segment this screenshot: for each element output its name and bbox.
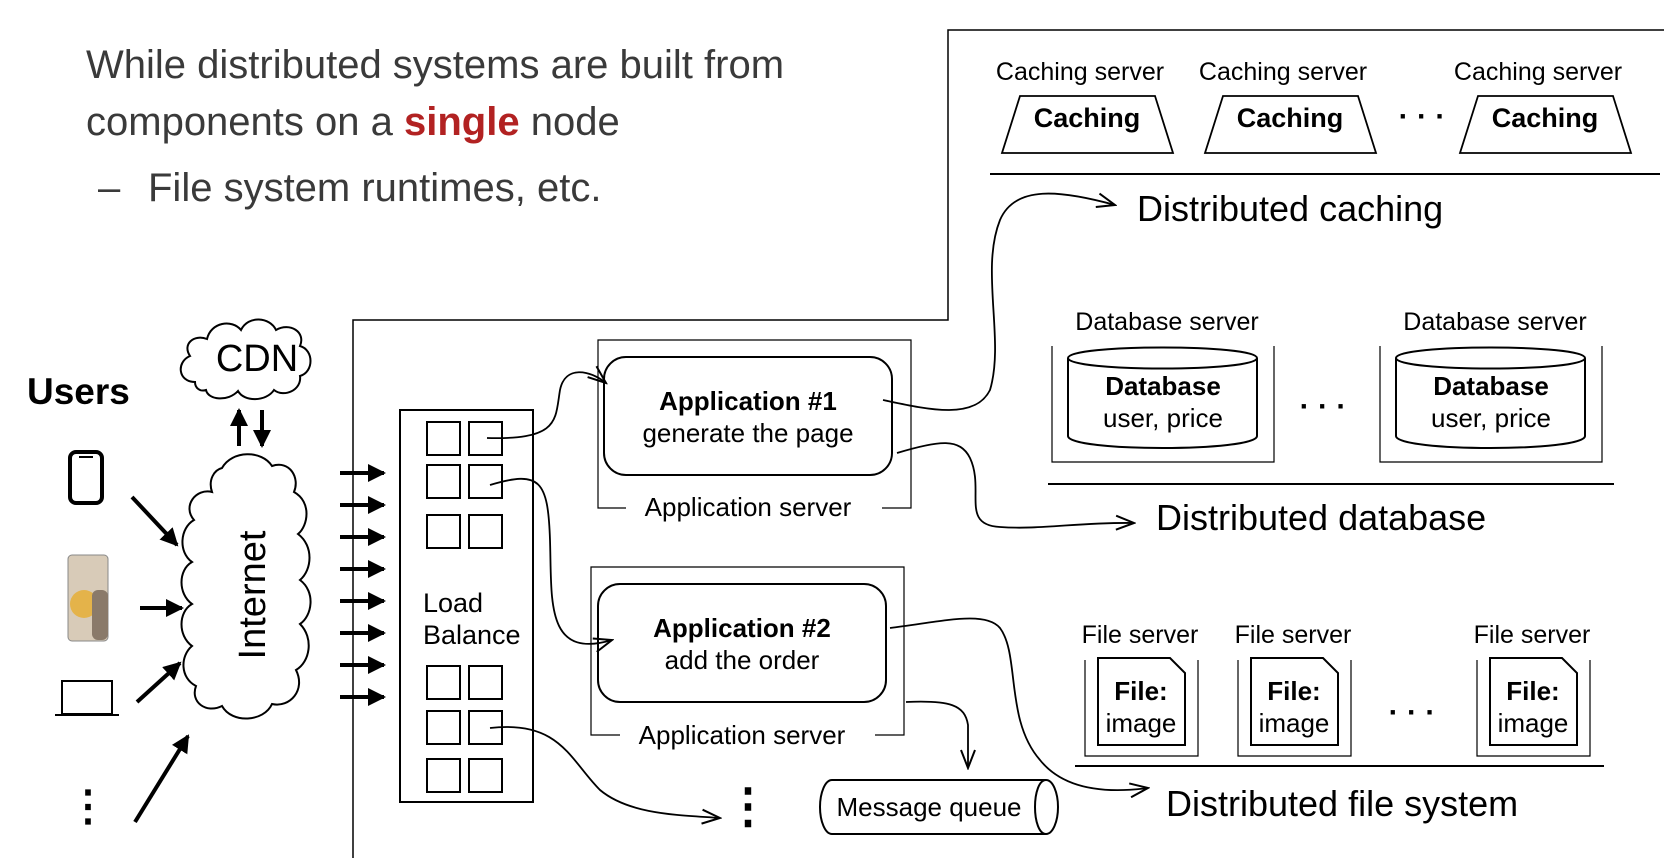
file-title: File: (1114, 676, 1167, 706)
app2-title: Application #2 (653, 613, 831, 643)
app1-to-database-curve (896, 442, 1134, 528)
file-title: File: (1267, 676, 1320, 706)
app-server-1: Application #1 generate the page Applica… (597, 339, 912, 522)
user-arrow-3 (135, 661, 182, 704)
app1-title: Application #1 (659, 386, 837, 416)
app2-to-queue-curve (905, 700, 968, 768)
file-subtitle: image (1106, 708, 1177, 738)
app2-to-files-curve (889, 617, 1148, 790)
user-arrow-1 (130, 495, 179, 547)
more-app-servers: ⋮ (724, 780, 772, 833)
caching-label: Caching (1034, 103, 1141, 133)
caching-label: Caching (1492, 103, 1599, 133)
cdn-label: CDN (216, 338, 298, 380)
file-tier: File server File: image File server File… (1075, 621, 1604, 824)
caching-ellipsis: · · · (1399, 100, 1446, 133)
file-tier-label: Distributed file system (1166, 783, 1518, 824)
intro-sub-dash: – (98, 166, 121, 210)
file-server-label: File server (1082, 621, 1199, 649)
file-server-1: File server File: image (1082, 621, 1199, 757)
laptop-icon (55, 680, 119, 716)
caching-tier-label: Distributed caching (1137, 188, 1443, 229)
app1-subtitle: generate the page (642, 418, 853, 448)
app1-server-label: Application server (645, 492, 852, 522)
inbound-arrows (340, 464, 386, 706)
database-title: Database (1433, 371, 1549, 401)
caching-tier: Caching server Caching Caching server Ca… (990, 58, 1660, 229)
file-ellipsis: · · · (1389, 696, 1436, 729)
lb-to-more-curve (489, 726, 720, 818)
lb-to-app2-curve (489, 477, 612, 644)
database-server-label: Database server (1075, 308, 1258, 336)
lb-to-app1-curve (486, 372, 606, 439)
database-tier-label: Distributed database (1156, 497, 1486, 538)
caching-server-3: Caching server Caching (1454, 58, 1633, 154)
file-subtitle: image (1259, 708, 1330, 738)
database-server-2: Database server Database user, price (1379, 308, 1603, 463)
database-ellipsis: · · · (1300, 390, 1347, 423)
app-server-2: Application #2 add the order Application… (590, 566, 905, 750)
tablet-icon (67, 554, 109, 642)
file-server-3: File server File: image (1474, 621, 1591, 757)
file-title: File: (1506, 676, 1559, 706)
message-queue-label: Message queue (836, 792, 1021, 822)
users-more: ⋮ (67, 782, 109, 829)
caching-server-label: Caching server (1454, 58, 1622, 86)
users-title: Users (27, 371, 130, 412)
database-subtitle: user, price (1103, 403, 1223, 433)
load-balancer: Load Balance (399, 409, 534, 803)
caching-server-label: Caching server (1199, 58, 1367, 86)
caching-server-1: Caching server Caching (996, 58, 1175, 154)
intro-emphasis: single (404, 100, 520, 144)
phone-icon (68, 450, 104, 505)
app2-server-label: Application server (639, 720, 846, 750)
intro-line-2: components on a single node (86, 100, 620, 145)
file-server-2: File server File: image (1235, 621, 1352, 757)
file-server-label: File server (1474, 621, 1591, 649)
user-arrow-4 (133, 734, 190, 824)
database-server-1: Database server Database user, price (1051, 308, 1275, 463)
app1-to-caching-curve (882, 194, 1115, 411)
cdn-cloud: CDN (179, 318, 312, 401)
app2-subtitle: add the order (665, 645, 820, 675)
intro-line-2-suffix: node (519, 100, 620, 144)
file-subtitle: image (1498, 708, 1569, 738)
database-title: Database (1105, 371, 1221, 401)
database-tier: Database server Database user, price · ·… (1048, 308, 1614, 538)
system-boundary (352, 29, 1664, 858)
lb-label-2: Balance (423, 620, 521, 650)
intro-line-2-prefix: components on a (86, 100, 404, 144)
intro-sub-text: File system runtimes, etc. (148, 166, 602, 210)
database-subtitle: user, price (1431, 403, 1551, 433)
file-server-label: File server (1235, 621, 1352, 649)
lb-label-1: Load (423, 588, 483, 618)
internet-cloud: Internet (180, 453, 312, 720)
message-queue: Message queue (818, 779, 1060, 835)
database-server-label: Database server (1403, 308, 1586, 336)
caching-server-label: Caching server (996, 58, 1164, 86)
caching-server-2: Caching server Caching (1199, 58, 1378, 154)
internet-label: Internet (232, 530, 274, 659)
intro-line-1: While distributed systems are built from (86, 43, 785, 87)
caching-label: Caching (1237, 103, 1344, 133)
